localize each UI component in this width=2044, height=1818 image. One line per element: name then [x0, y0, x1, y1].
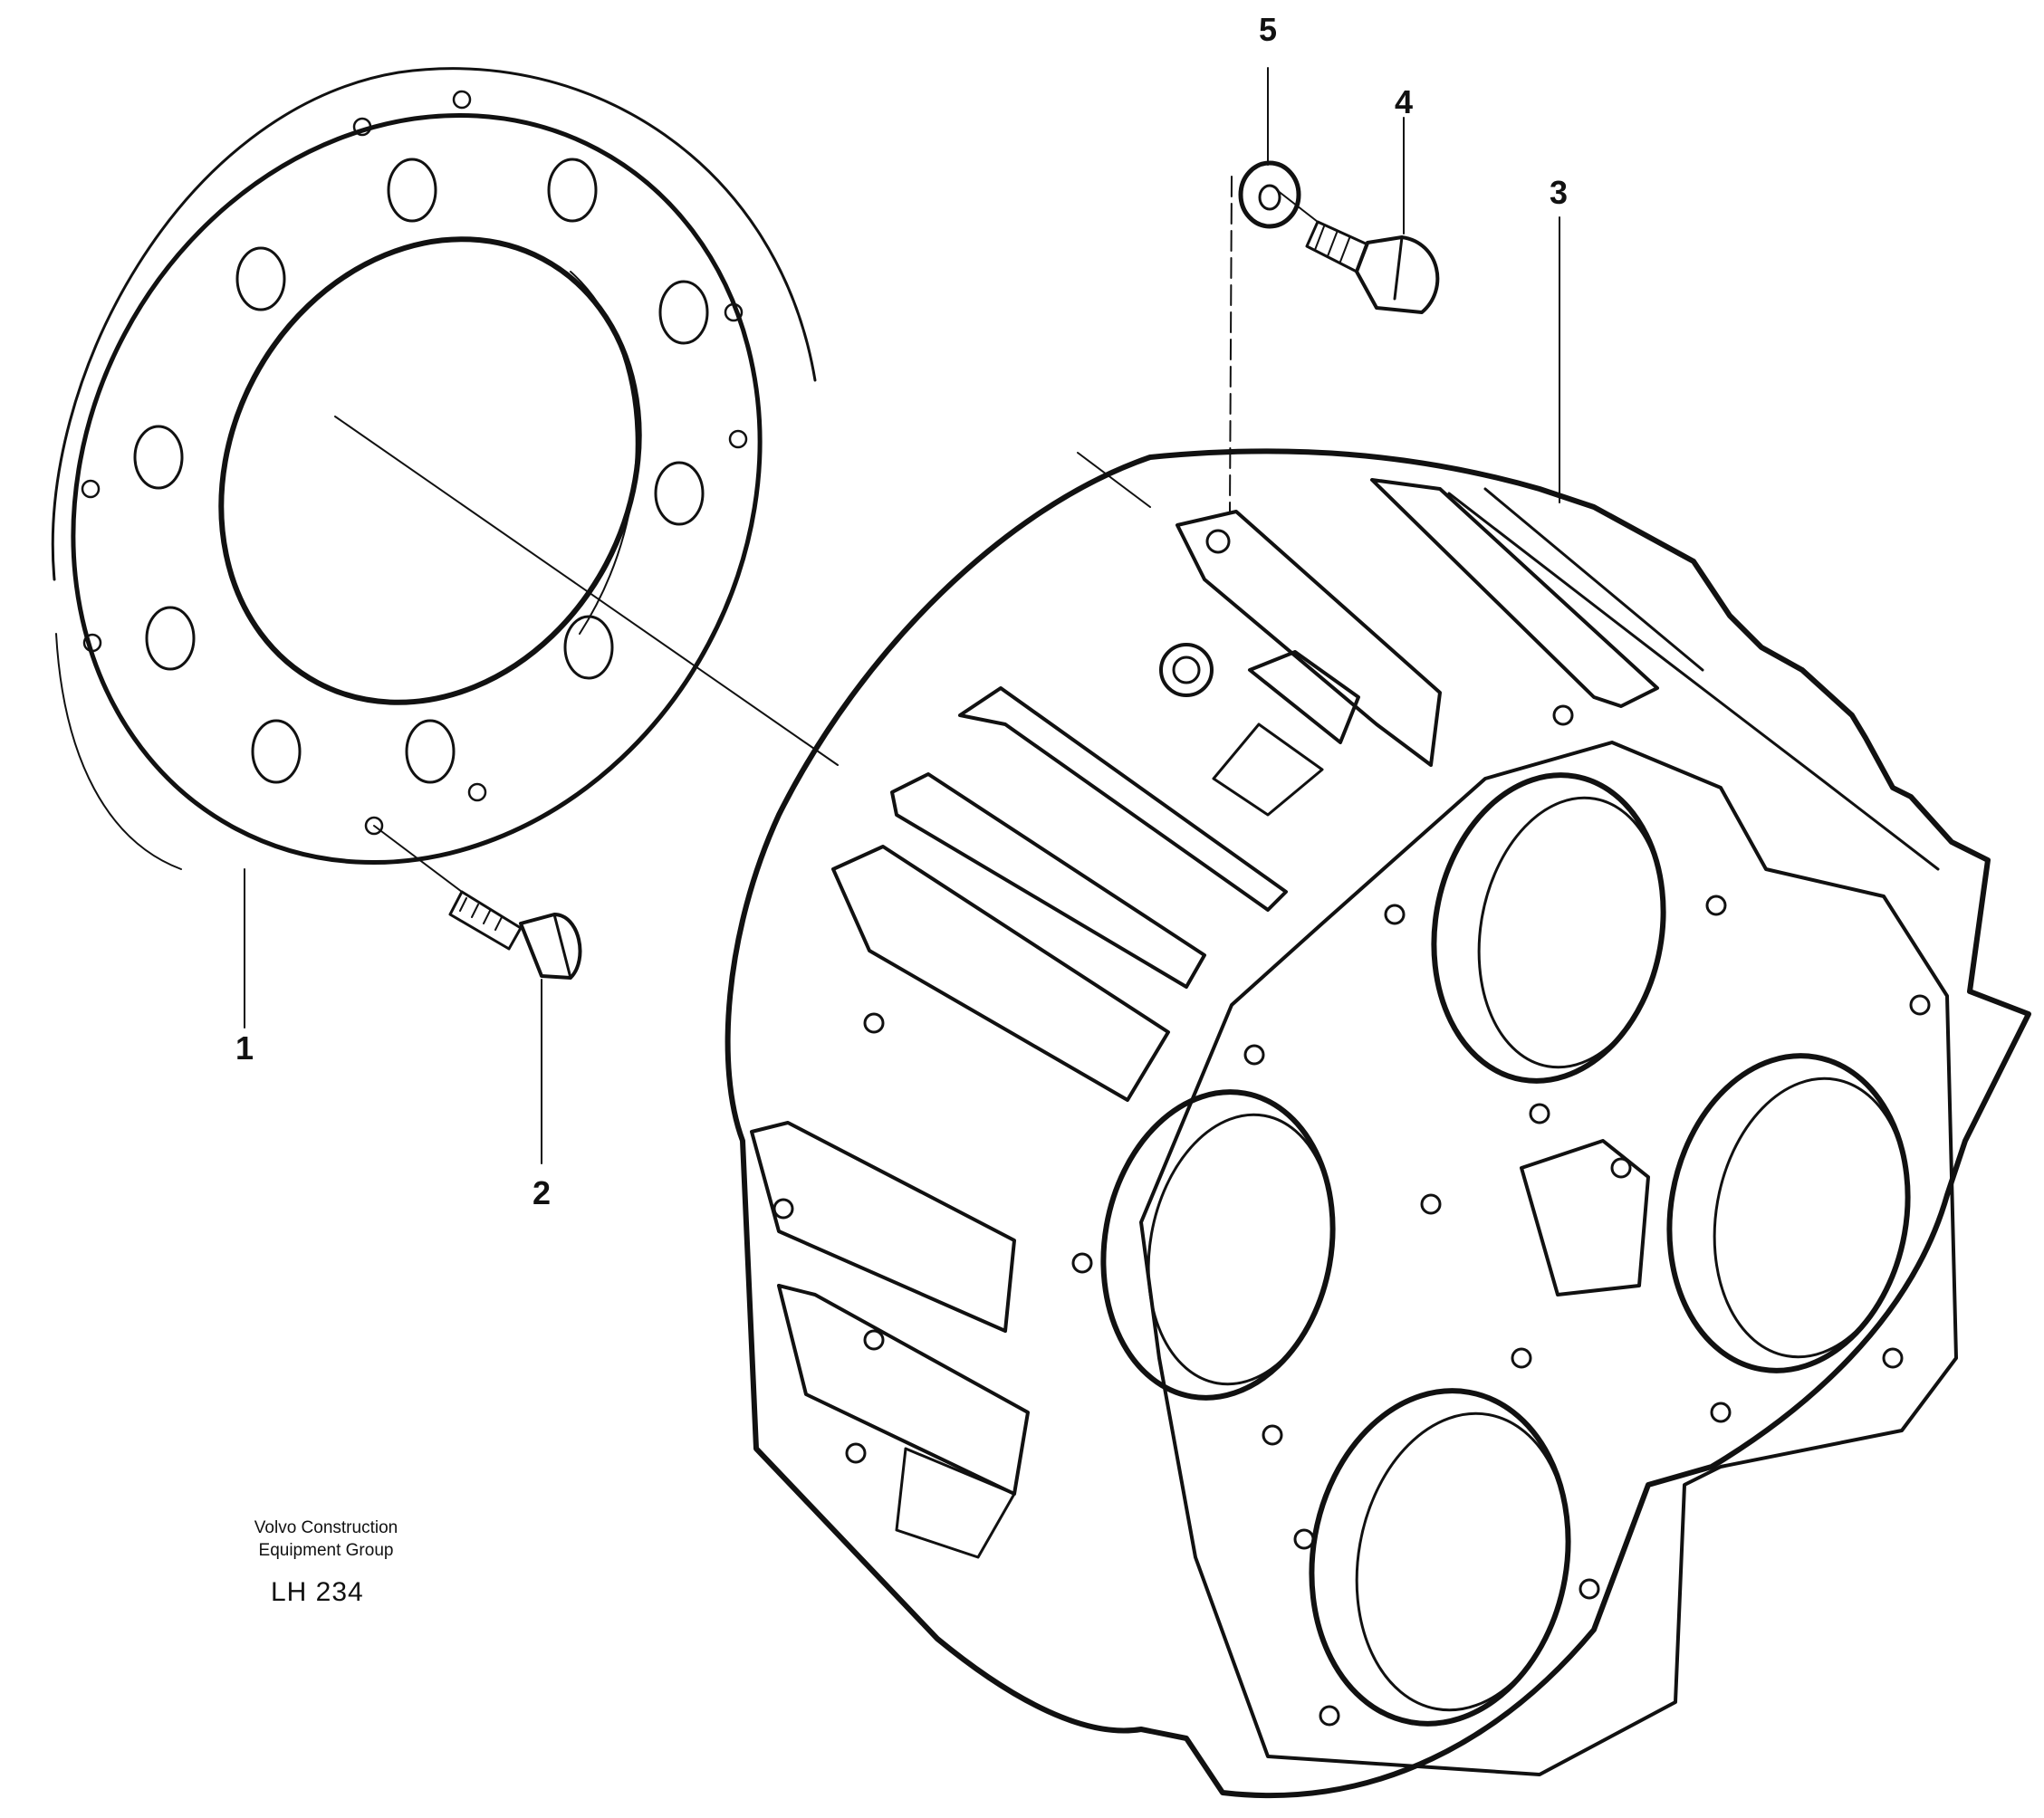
callout-label-4: 4: [1395, 83, 1414, 120]
drawing-code: LH 234: [271, 1577, 364, 1607]
washer-part: [1229, 160, 1301, 512]
screw-part: [1276, 189, 1440, 314]
housing-bores: [1100, 772, 1911, 1727]
callout-label-5: 5: [1259, 11, 1278, 48]
flange-ring-part: [51, 67, 839, 870]
callout-label-1: 1: [235, 1029, 254, 1067]
housing-bolt-holes: [772, 529, 1931, 1727]
callout-label-3: 3: [1550, 174, 1569, 211]
company-name-line-1: Volvo Construction: [254, 1518, 398, 1537]
housing-part: [725, 448, 2031, 1798]
company-name-line-2: Equipment Group: [258, 1541, 394, 1560]
leader-lines: [244, 67, 1560, 1164]
flange-bolt-holes: [81, 90, 748, 836]
callout-label-2: 2: [533, 1174, 552, 1211]
flange-bolt-part: [373, 825, 582, 980]
company-name: Volvo Construction Equipment Group: [208, 1517, 444, 1562]
